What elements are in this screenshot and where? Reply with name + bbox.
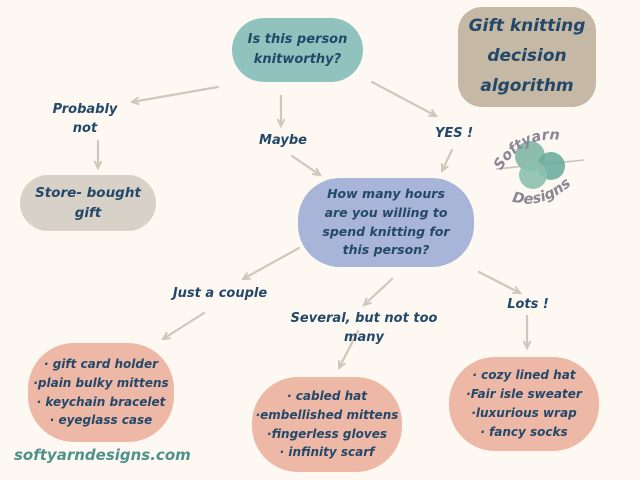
website-url: softyarndesigns.com: [14, 446, 191, 464]
label-maybe: Maybe: [259, 133, 307, 148]
label-several-but-not-too-many: Several, but not too many: [290, 311, 438, 345]
node-quick-gift-ideas: · gift card holder ·plain bulky mittens …: [28, 343, 174, 442]
node-knitworthy: Is this person knitworthy?: [232, 18, 363, 82]
gift-item: · keychain bracelet: [36, 394, 166, 409]
node-hours-line: spend knitting for: [322, 223, 450, 239]
gift-item: · cabled hat: [287, 388, 367, 403]
node-store-line: gift: [74, 205, 102, 221]
gift-item: ·Fair isle sweater: [466, 387, 582, 402]
gift-item: ·fingerless gloves: [267, 426, 387, 441]
gift-item: ·luxurious wrap: [471, 406, 577, 420]
gift-item: ·plain bulky mittens: [33, 375, 169, 390]
label-probably-not-line: not: [72, 120, 98, 136]
node-store-line: Store- bought: [35, 184, 141, 201]
arrow-knitworthy-to-probably-not: [129, 85, 220, 106]
node-knitworthy-line: knitworthy?: [253, 52, 342, 67]
title-line: algorithm: [480, 75, 574, 96]
label-lots: Lots !: [507, 297, 549, 312]
node-store-bought-gift: Store- bought gift: [20, 175, 156, 231]
node-medium-gift-ideas: · cabled hat ·embellished mittens ·finge…: [252, 377, 402, 472]
arrow-several-to-medium: [337, 329, 360, 370]
gift-item: · eyeglass case: [49, 413, 153, 428]
arrow-yes-to-hours: [440, 148, 454, 174]
arrow-maybe-to-hours: [290, 154, 322, 177]
gift-item: ·embellished mittens: [255, 407, 399, 422]
arrow-knitworthy-to-yes: [370, 80, 438, 118]
arrow-just-a-couple-to-quick: [161, 311, 206, 341]
node-hours-line: are you willing to: [324, 204, 448, 220]
title-line: Gift knitting: [468, 16, 586, 37]
arrow-hours-to-lots: [477, 270, 522, 295]
label-probably-not: Probably not: [35, 101, 135, 139]
softyarn-designs-logo: Softyarn Designs: [491, 127, 585, 208]
node-hours-line: this person?: [342, 242, 430, 258]
title-box: Gift knitting decision algorithm: [458, 7, 596, 107]
gift-item: · gift card holder: [43, 356, 159, 371]
title-line: decision: [487, 46, 567, 67]
node-knitworthy-line: Is this person: [247, 31, 348, 47]
label-probably-not-line: Probably: [52, 102, 118, 117]
node-hours-line: How many hours: [327, 186, 445, 201]
arrow-hours-to-just-a-couple: [241, 246, 301, 281]
label-yes: YES !: [434, 126, 474, 141]
node-how-many-hours: How many hours are you willing to spend …: [298, 178, 474, 267]
yarn-ball-icon: [519, 161, 547, 189]
label-just-a-couple: Just a couple: [172, 286, 268, 301]
gift-item: · infinity scarf: [279, 445, 375, 460]
node-big-gift-ideas: · cozy lined hat ·Fair isle sweater ·lux…: [449, 357, 599, 451]
gift-item: · fancy socks: [480, 424, 568, 439]
gift-item: · cozy lined hat: [472, 368, 576, 383]
arrow-hours-to-several: [362, 277, 394, 307]
